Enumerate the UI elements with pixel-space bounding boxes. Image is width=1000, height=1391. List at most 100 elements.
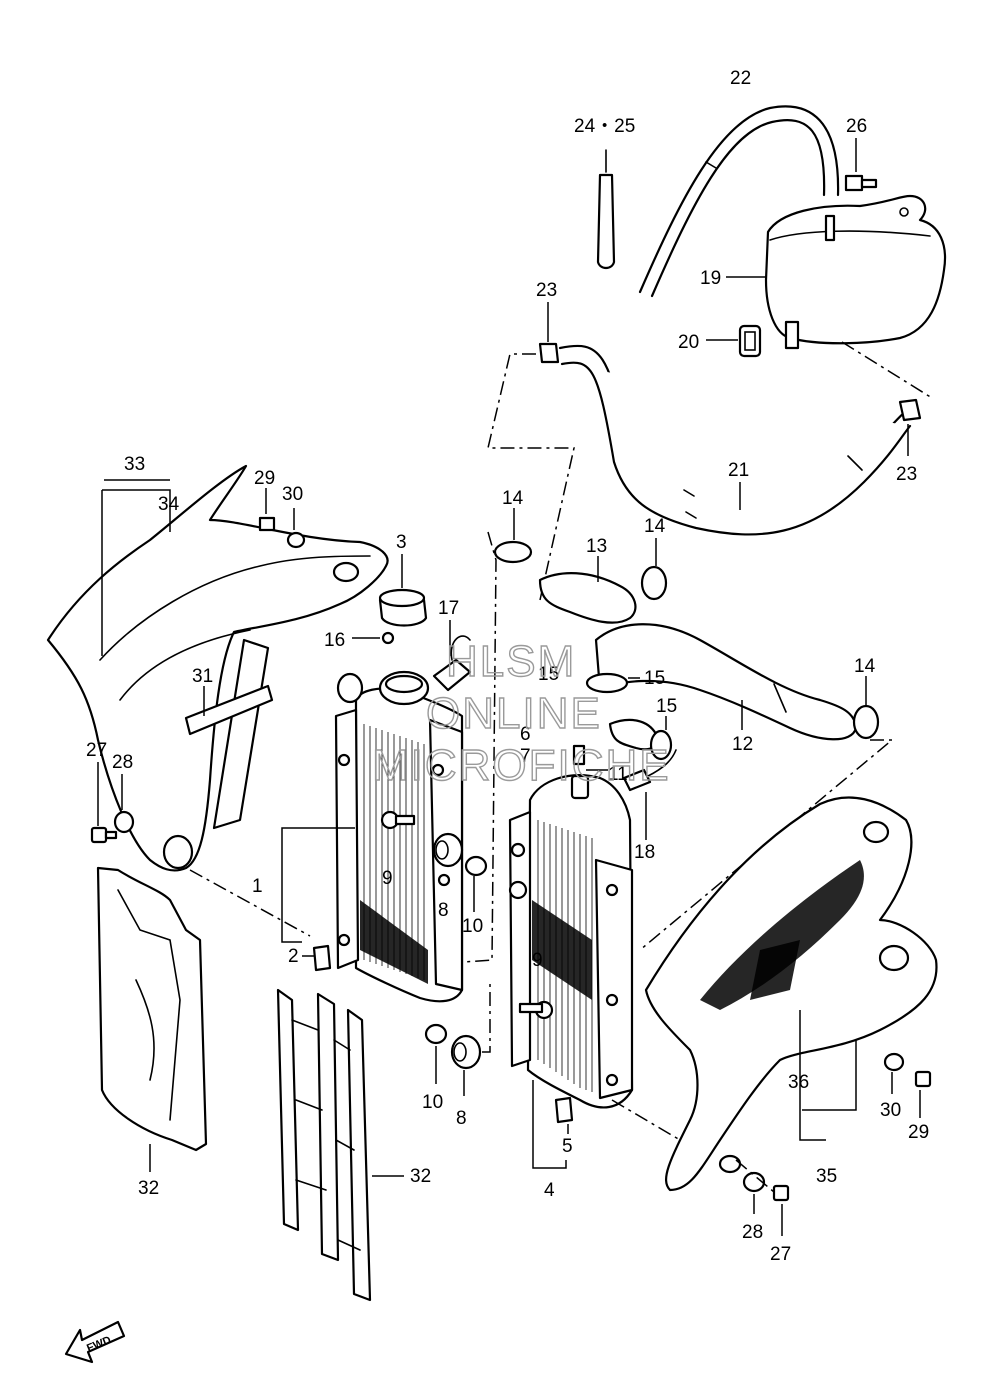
callout-14-right: 14 — [854, 656, 876, 677]
drain-fitting-17 — [432, 620, 472, 692]
callout-23-right: 23 — [896, 464, 917, 485]
callout-27-left: 27 — [86, 740, 107, 761]
callout-33: 33 — [124, 454, 145, 475]
callout-16: 16 — [324, 630, 345, 651]
callout-19: 19 — [700, 268, 721, 289]
tank-routing-line — [487, 341, 933, 601]
watermark-line-2: ONLINE — [426, 689, 602, 738]
callout-4: 4 — [544, 1180, 555, 1201]
fwd-arrow-icon: FWD — [64, 1320, 126, 1364]
callout-30-right: 30 — [880, 1100, 901, 1121]
thermo-switch-18 — [622, 749, 677, 840]
overflow-hose-22 — [638, 105, 840, 298]
right-shroud-mount-line — [735, 1159, 775, 1193]
bracket-lead-4 — [532, 1080, 567, 1169]
callout-14-top: 14 — [502, 488, 524, 509]
callout-labels: 22 24・25 26 19 20 23 23 2 1 14 13 14 3 17… — [86, 68, 929, 1265]
callout-28-right: 28 — [742, 1222, 763, 1243]
callout-30-left: 30 — [282, 484, 303, 505]
hose-clamp-23-right — [898, 398, 922, 456]
bolt-26 — [844, 138, 878, 192]
bolt-27-right — [772, 1184, 790, 1236]
callout-17: 17 — [438, 598, 459, 619]
watermark-line-3: MICROFICHE — [372, 741, 671, 790]
callout-2: 2 — [288, 946, 299, 967]
small-hose-15 — [608, 716, 673, 761]
right-radiator-mount-line — [482, 980, 681, 1141]
callout-15-top: 15 — [538, 664, 559, 685]
callout-24-25: 24・25 — [574, 116, 635, 137]
callout-13: 13 — [586, 536, 607, 557]
watermark: HLSM ONLINE MICROFICHE — [371, 636, 671, 790]
callout-8-right: 8 — [456, 1108, 467, 1129]
callout-23-top: 23 — [536, 280, 557, 301]
callout-12: 12 — [732, 734, 753, 755]
callout-20: 20 — [678, 332, 699, 353]
left-radiator-1 — [334, 670, 464, 1003]
callout-5: 5 — [562, 1136, 573, 1157]
callout-18: 18 — [634, 842, 655, 863]
washer-28-right — [742, 1171, 766, 1214]
callout-28-left: 28 — [112, 752, 133, 773]
watermark-line-1: HLSM — [446, 637, 576, 686]
callout-27-right: 27 — [770, 1244, 791, 1265]
tank-hose-21 — [558, 344, 912, 536]
hose-clamp-14-top — [493, 508, 533, 564]
washer-28-left — [113, 774, 135, 834]
callout-29-left: 29 — [254, 468, 275, 489]
callout-32-left: 32 — [138, 1178, 159, 1199]
callout-22: 22 — [730, 68, 751, 89]
bolt-9-left — [380, 810, 416, 830]
hose-clamp-14-mid — [640, 538, 668, 601]
right-radiator-4 — [508, 774, 634, 1109]
callout-7: 7 — [520, 746, 531, 767]
callout-36: 36 — [788, 1072, 809, 1093]
callout-29-right: 29 — [908, 1122, 929, 1143]
callout-9-left: 9 — [382, 868, 393, 889]
callout-6: 6 — [520, 724, 531, 745]
callout-31: 31 — [192, 666, 213, 687]
callout-14-mid: 14 — [644, 516, 666, 537]
upper-hose-13 — [538, 556, 637, 624]
left-radiator-mount-line — [189, 869, 311, 937]
radiator-guard-32-left — [96, 866, 208, 1172]
collar-10-right — [424, 1023, 448, 1084]
bolt-27-left — [90, 762, 118, 844]
radiator-guard-32-right — [276, 988, 404, 1302]
bracket-2 — [302, 944, 332, 972]
left-shroud-33 — [46, 464, 389, 872]
callout-8-left: 8 — [438, 900, 449, 921]
hose-routing-line — [463, 531, 895, 963]
bolt-9-right — [518, 1000, 554, 1020]
callout-15-low: 15 — [656, 696, 677, 717]
callout-3: 3 — [396, 532, 407, 553]
right-shroud-35 — [644, 796, 938, 1192]
bolt-29-right — [914, 1070, 932, 1118]
hose-clamp-23-top — [538, 302, 560, 364]
rubber-mount-20 — [706, 324, 762, 358]
callout-10-left: 10 — [462, 916, 483, 937]
collar-10-left — [464, 855, 488, 912]
callout-15-mid: 15 — [644, 668, 665, 689]
callout-34: 34 — [158, 494, 180, 515]
washer-30-left — [286, 508, 306, 549]
damper-8-left — [432, 832, 464, 868]
callout-9-right: 9 — [532, 950, 543, 971]
washer-30-right — [883, 1052, 905, 1094]
damper-8-right — [450, 1034, 482, 1096]
callout-10-right: 10 — [422, 1092, 443, 1113]
hose-clamp-24-25 — [596, 149, 616, 270]
screw-16 — [352, 631, 395, 645]
reservoir-tank-19 — [726, 194, 946, 350]
hose-clamp-15-upper — [585, 672, 640, 694]
bolt-29-left — [258, 488, 276, 532]
callout-35: 35 — [816, 1166, 837, 1187]
callout-26: 26 — [846, 116, 867, 137]
callout-1: 1 — [252, 876, 263, 897]
decal-31 — [184, 684, 274, 736]
callout-11: 11 — [608, 764, 628, 785]
callout-32-right: 32 — [410, 1166, 431, 1187]
radiator-cap-3 — [378, 554, 428, 627]
shroud-lead-33 — [101, 479, 171, 656]
